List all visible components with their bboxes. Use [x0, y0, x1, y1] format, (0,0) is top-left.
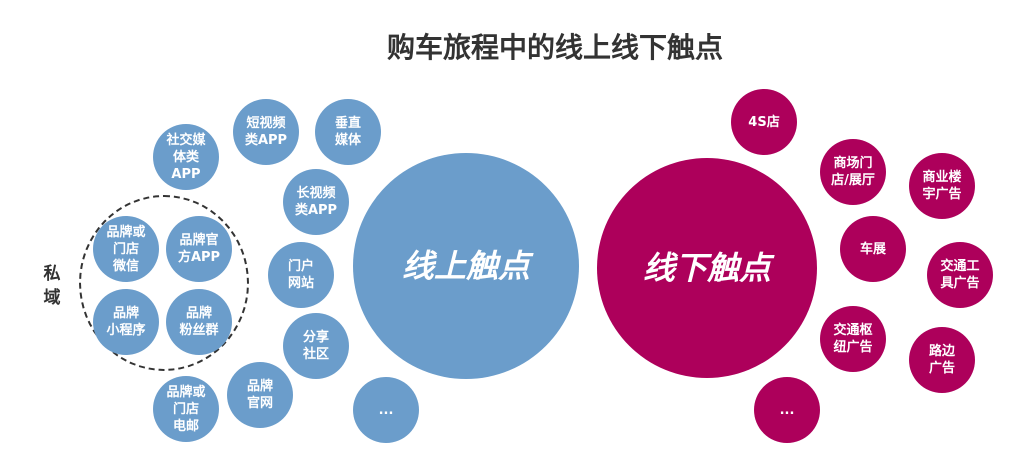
offline-touchpoint-node: 商业楼 宇广告 [909, 153, 975, 219]
offline-touchpoint-node: 路边 广告 [909, 327, 975, 393]
online-touchpoint-node: 社交媒 体类 APP [153, 124, 219, 190]
online-touchpoint-node: 品牌或 门店 微信 [93, 216, 159, 282]
offline-touchpoint-node: 车展 [840, 216, 906, 282]
offline-touchpoint-node: 交通工 具广告 [927, 242, 993, 308]
offline-touchpoints-hub: 线下触点 [597, 158, 817, 378]
offline-touchpoint-node: 交通枢 纽广告 [820, 306, 886, 372]
online-touchpoints-hub: 线上触点 [353, 153, 579, 379]
offline-touchpoint-node: 4S店 [731, 89, 797, 155]
diagram-title: 购车旅程中的线上线下触点 [386, 31, 723, 64]
online-touchpoint-node: 长视频 类APP [283, 169, 349, 235]
offline-touchpoint-node: 商场门 店/展厅 [820, 139, 886, 205]
online-touchpoint-node: 品牌 小程序 [93, 289, 159, 355]
online-touchpoint-node: 分享 社区 [283, 313, 349, 379]
online-touchpoint-node: 品牌官 方APP [166, 216, 232, 282]
online-touchpoint-node: ... [353, 377, 419, 443]
private-domain-label: 私 域 [43, 264, 61, 308]
online-touchpoint-node: 门户 网站 [268, 242, 334, 308]
online-touchpoint-node: 品牌 粉丝群 [166, 289, 232, 355]
offline-touchpoint-node: ... [754, 377, 820, 443]
online-touchpoint-node: 短视频 类APP [233, 99, 299, 165]
online-touchpoint-node: 垂直 媒体 [315, 99, 381, 165]
online-touchpoint-node: 品牌或 门店 电邮 [153, 376, 219, 442]
online-touchpoint-node: 品牌 官网 [227, 362, 293, 428]
private-domain-boundary [79, 195, 249, 371]
